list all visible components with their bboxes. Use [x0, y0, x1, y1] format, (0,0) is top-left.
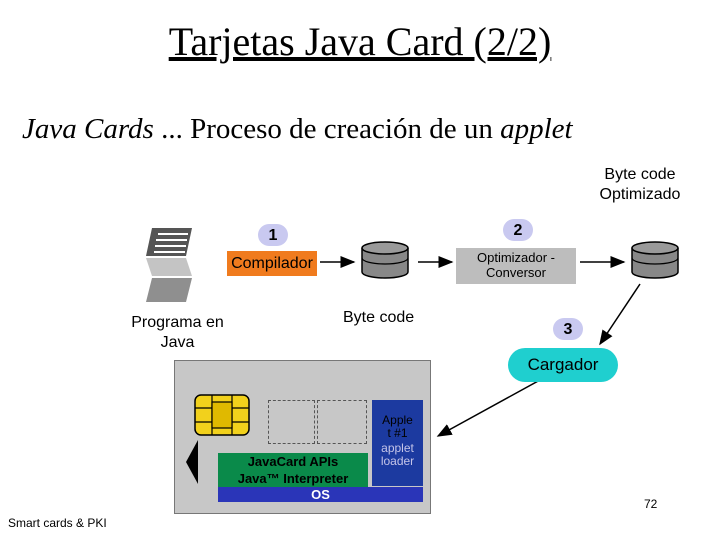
arrow-optimized-to-cargador: [599, 283, 641, 346]
step-3-badge: 3: [553, 318, 583, 340]
subtitle-applet: applet: [500, 113, 573, 145]
footer-text: Smart cards & PKI: [8, 516, 107, 530]
subtitle-middle: ... Proceso de creación de un: [153, 113, 501, 145]
optimized-database-icon: [631, 241, 679, 279]
chip-icon: [194, 394, 250, 436]
byte-code-optimizado-label: Byte code Optimizado: [599, 166, 681, 203]
page-number: 72: [644, 497, 658, 511]
compilador-box: Compilador: [227, 251, 317, 276]
applet-column: Apple t #1 applet loader: [372, 400, 423, 486]
applet-1-label: Apple t #1: [382, 413, 413, 440]
page-title: Tarjetas Java Card (2/2): [168, 19, 552, 64]
step-2-badge: 2: [503, 219, 533, 241]
os-layer: OS: [218, 487, 423, 502]
subtitle: Java Cards ... Proceso de creación de un…: [22, 113, 573, 146]
step-1-badge: 1: [258, 224, 288, 246]
cargador-box: Cargador: [508, 348, 618, 382]
programa-en-java-label: Programa en Java: [131, 314, 224, 351]
empty-slot-1: [268, 400, 315, 444]
javacard-apis-layer: JavaCard APIs: [218, 453, 368, 470]
applet-loader-label: applet loader: [380, 441, 415, 468]
empty-slot-2: [317, 400, 367, 444]
byte-code-label: Byte code: [343, 309, 415, 326]
card-edge-icon: [186, 440, 198, 484]
source-file-icon: [146, 228, 192, 302]
arrow-cargador-to-card: [436, 379, 541, 437]
subtitle-java-cards: Java Cards: [22, 113, 154, 145]
optimizador-box: Optimizador - Conversor: [456, 248, 576, 284]
java-interpreter-layer: Java™ Interpreter: [218, 470, 368, 487]
bytecode-database-icon: [361, 241, 409, 279]
